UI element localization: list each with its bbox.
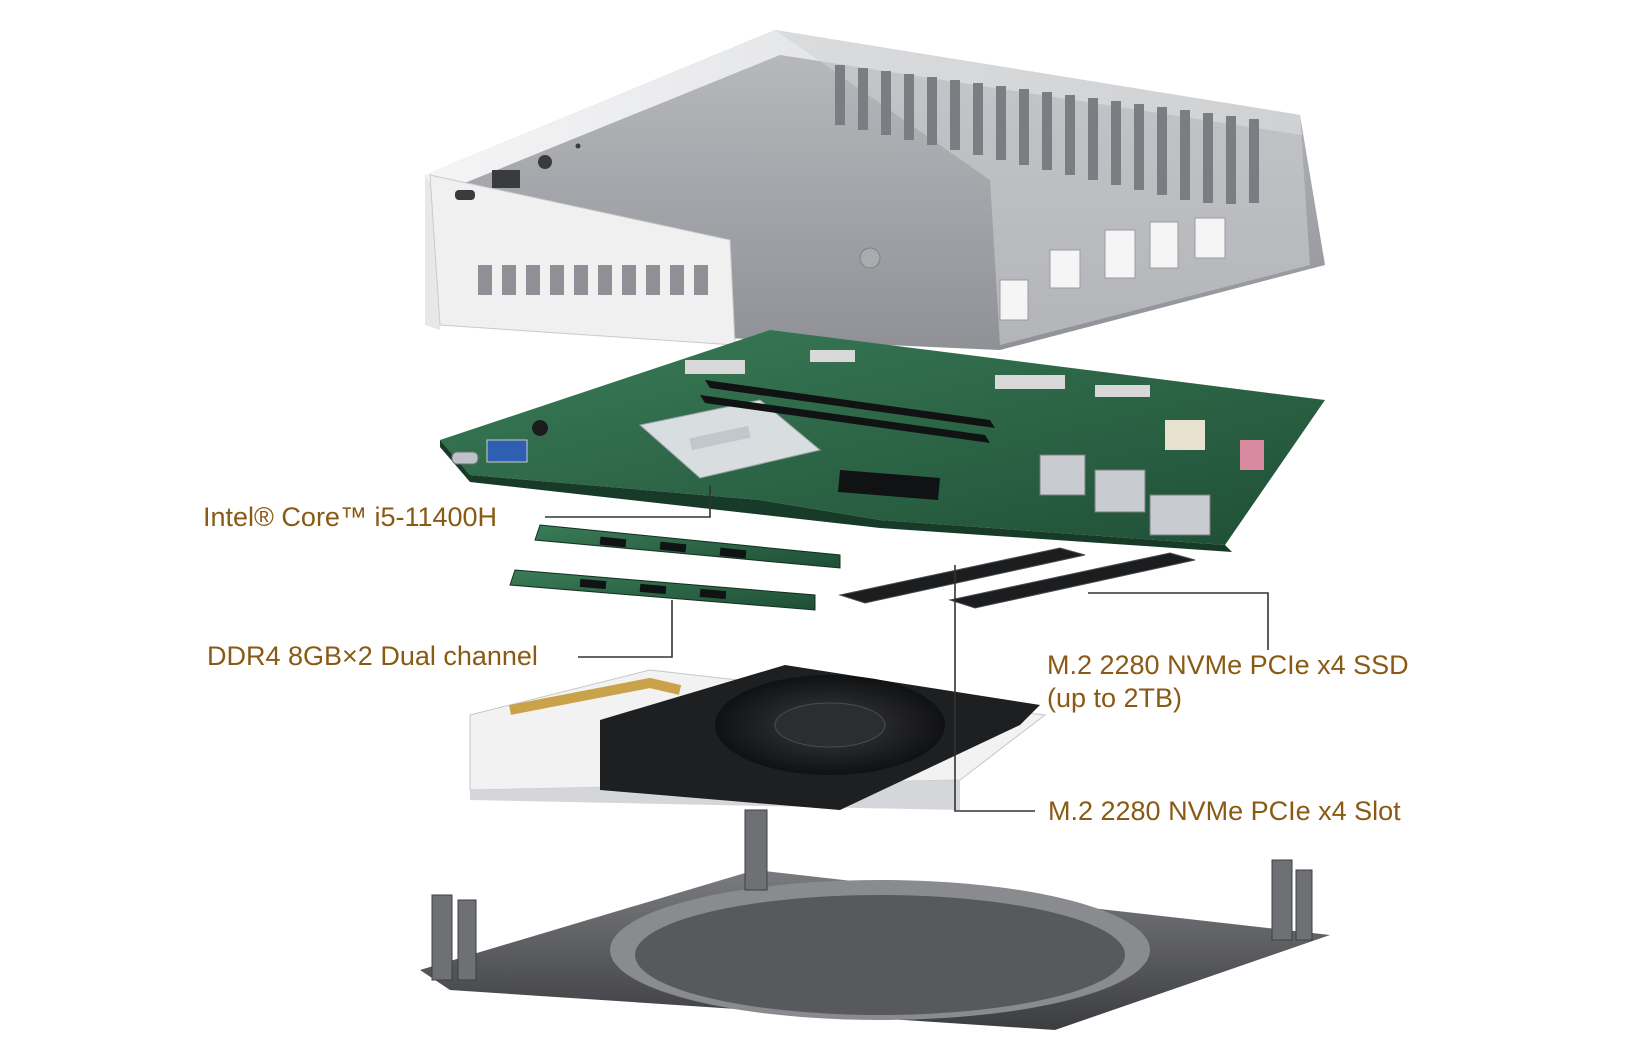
callout-ssd-line2: (up to 2TB) [1047, 683, 1183, 713]
front-vents [478, 265, 708, 295]
usb-a-port-cutout [492, 170, 520, 188]
ram-stick-1 [534, 524, 841, 569]
top-vents [835, 65, 1259, 204]
bottom-plate [420, 809, 1330, 1030]
standoff-posts [431, 809, 1313, 981]
usb-a-port [486, 439, 528, 463]
cooler [469, 665, 1047, 810]
ssd-stick-2 [948, 552, 1196, 609]
audio-jack [532, 420, 548, 436]
callout-cpu: Intel® Core™ i5-11400H [203, 502, 498, 532]
ssd-stick-1 [838, 547, 1086, 604]
callout-ssd-line1: M.2 2280 NVMe PCIe x4 SSD [1047, 650, 1409, 680]
leader-lines [545, 485, 1269, 812]
top-case [425, 30, 1325, 350]
usb-c-port [451, 451, 479, 465]
dimm-slots [700, 380, 995, 443]
callout-ssd: M.2 2280 NVMe PCIe x4 SSD (up to 2TB) [1047, 649, 1409, 715]
rear-io-ports [1039, 420, 1264, 536]
leader-line-cpu [545, 485, 711, 518]
heatpipe [509, 677, 682, 715]
cpu-die [689, 425, 751, 451]
leader-line-ram [578, 600, 673, 658]
power-led-hole [575, 143, 581, 149]
standoff [859, 247, 881, 269]
usb-c-port-cutout [455, 190, 475, 200]
motherboard [440, 330, 1325, 552]
leader-line-ssd [1088, 592, 1269, 650]
rear-io-cutouts [999, 217, 1226, 321]
ssd-modules [838, 547, 1196, 609]
leader-line-slot [954, 565, 1035, 812]
m2-slot [838, 470, 940, 500]
callout-ram: DDR4 8GB×2 Dual channel [207, 641, 538, 671]
audio-jack-cutout [538, 155, 552, 169]
header-pins [685, 350, 1150, 397]
ram-modules [509, 524, 841, 611]
callout-slot: M.2 2280 NVMe PCIe x4 Slot [1048, 796, 1401, 826]
